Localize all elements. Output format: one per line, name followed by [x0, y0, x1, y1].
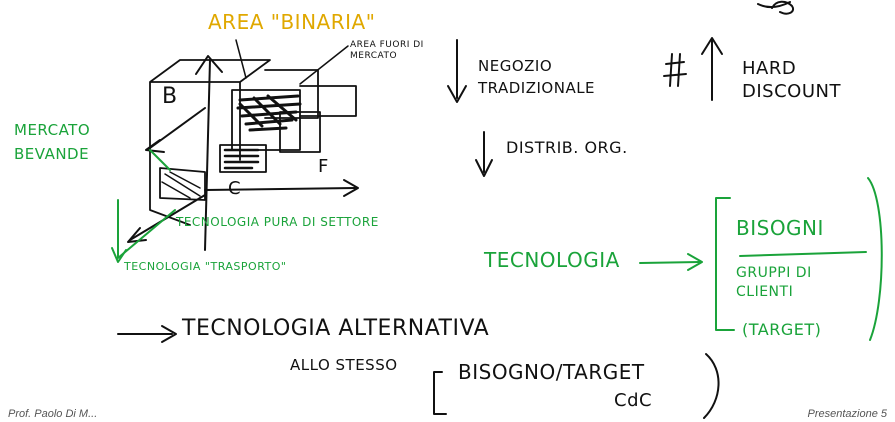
- horizontal-axis-arrow: [343, 179, 359, 197]
- label-gruppi-di-clienti: GRUPPI DI CLIENTI: [736, 265, 812, 300]
- tecnologia-arrowhead: [687, 253, 703, 271]
- dark-hatched-area: [236, 94, 302, 132]
- horizontal-axis: [204, 187, 356, 191]
- central-rect-d: [219, 144, 267, 173]
- label-negozio-tradizionale: NEGOZIO TRADIZIONALE: [478, 57, 596, 97]
- central-rect-d-hatch: [223, 148, 260, 170]
- cube-inner-box: [159, 167, 206, 201]
- footer-presentation: Presentazione 5: [807, 408, 888, 420]
- bisogni-left-bracket: [715, 197, 735, 331]
- bisogni-right-bracket: [867, 177, 883, 341]
- label-tecnologia-pura: TECNOLOGIA PURA DI SETTORE: [176, 215, 379, 229]
- label-mercato-bevande: MERCATO BEVANDE: [14, 121, 91, 163]
- central-rect-b: [264, 69, 319, 119]
- label-cdc: CdC: [614, 390, 653, 411]
- cube-outline: [149, 59, 271, 226]
- area-pointer-line: [299, 45, 349, 85]
- hard-discount-arrowhead: [701, 37, 723, 55]
- bisogni-underline: [739, 251, 867, 257]
- label-area-fuori-mercato: AREA FUORI DI MERCATO: [350, 40, 424, 61]
- central-rect-e: [279, 111, 321, 153]
- yellow-label-pointer: [235, 39, 247, 79]
- label-axis-b: B: [162, 84, 178, 109]
- label-hard-discount: HARD DISCOUNT: [742, 58, 841, 102]
- central-rect-c: [299, 85, 357, 117]
- target-right-bracket: [703, 353, 720, 419]
- label-allo-stesso: ALLO STESSO: [290, 356, 398, 374]
- green-mercato-pointer: [149, 149, 171, 171]
- label-axis-c: C: [228, 178, 242, 199]
- green-axis-highlight: [117, 199, 176, 259]
- hash-symbol: [663, 53, 687, 87]
- label-tecnologia-alternativa: TECNOLOGIA ALTERNATIVA: [182, 316, 490, 341]
- negozio-arrowhead: [447, 85, 467, 103]
- label-tecnologia-trasporto: TECNOLOGIA "TRASPORTO": [124, 260, 287, 273]
- cube-inner-hatch: [161, 171, 201, 199]
- distrib-arrowhead: [475, 159, 493, 177]
- central-rect-a: [231, 89, 301, 151]
- alternativa-arrowhead: [161, 325, 177, 343]
- label-axis-f: F: [318, 156, 329, 177]
- b-axis-arrow: [145, 139, 165, 153]
- label-clienti-target: (TARGET): [742, 320, 822, 339]
- label-bisogno-target: BISOGNO/TARGET: [458, 360, 645, 384]
- label-distrib-org: DISTRIB. ORG.: [506, 138, 628, 157]
- label-bisogni: BISOGNI: [736, 216, 824, 240]
- vertical-axis: [204, 59, 211, 251]
- label-area-binaria: AREA "BINARIA": [208, 10, 376, 34]
- tecnologia-arrow-line: [639, 261, 701, 264]
- top-right-scribble: [757, 0, 794, 15]
- footer-author: Prof. Paolo Di M...: [8, 408, 98, 420]
- label-tecnologia: TECNOLOGIA: [484, 248, 620, 272]
- target-left-bracket: [433, 371, 447, 415]
- green-axis-arrow: [111, 247, 127, 263]
- vertical-axis-arrow: [195, 55, 223, 75]
